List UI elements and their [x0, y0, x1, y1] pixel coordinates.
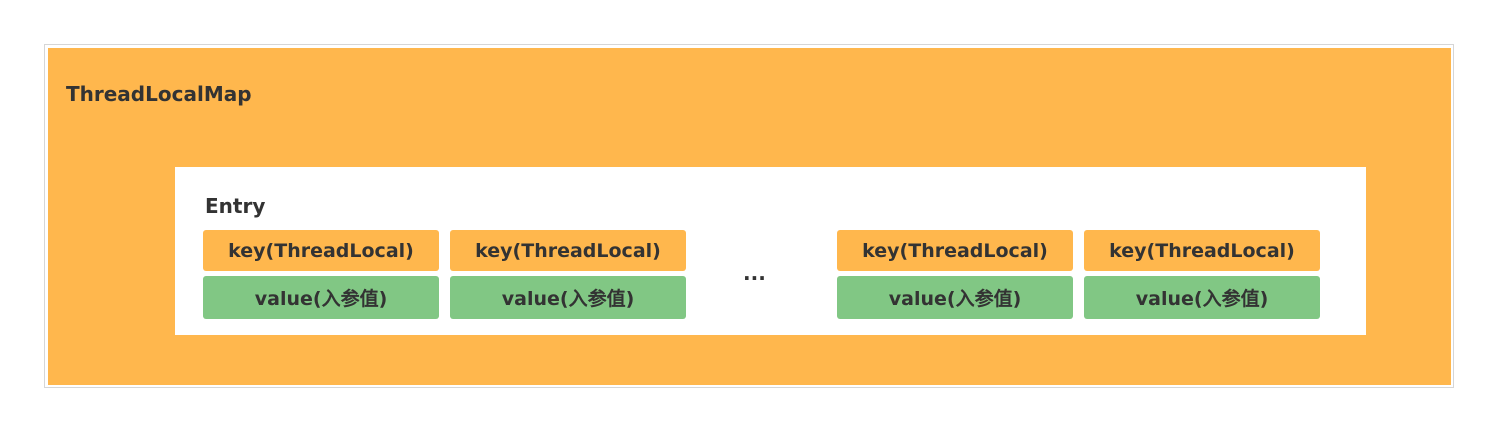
entry-key-cell: key(ThreadLocal)	[837, 230, 1073, 271]
thread-local-map-box: ThreadLocalMap Entry key(ThreadLocal) va…	[48, 48, 1451, 385]
thread-local-map-title: ThreadLocalMap	[66, 82, 252, 106]
entry-value-cell: value(入参值)	[203, 276, 439, 319]
entry-key-cell: key(ThreadLocal)	[1084, 230, 1320, 271]
entry-box: Entry key(ThreadLocal) value(入参值) key(Th…	[175, 167, 1366, 335]
entry-value-cell: value(入参值)	[450, 276, 686, 319]
entry-ellipsis: ...	[743, 261, 766, 285]
entry-title: Entry	[205, 194, 266, 218]
entry-value-cell: value(入参值)	[1084, 276, 1320, 319]
entry-key-cell: key(ThreadLocal)	[203, 230, 439, 271]
entry-key-cell: key(ThreadLocal)	[450, 230, 686, 271]
entry-value-cell: value(入参值)	[837, 276, 1073, 319]
